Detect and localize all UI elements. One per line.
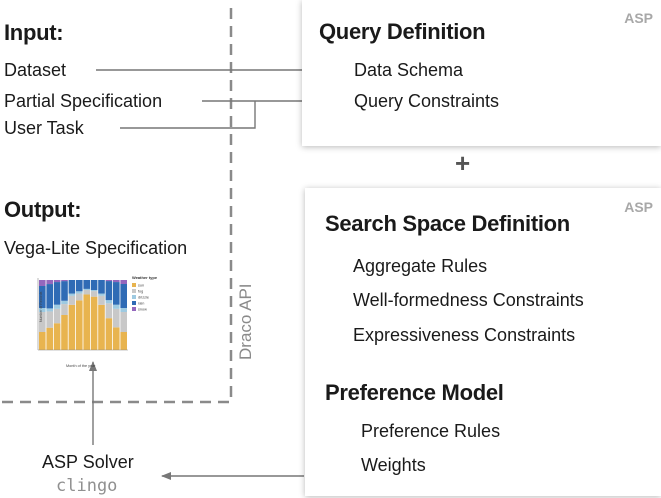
search-item-aggregate-rules: Aggregate Rules: [353, 256, 488, 276]
thumbnail-legend-label: snow: [138, 308, 147, 312]
search-space-box: ASP Search Space Definition Aggregate Ru…: [305, 188, 661, 496]
vega-lite-thumbnail: Number of Records Month of the year Weat…: [37, 275, 158, 368]
thumbnail-bar-segment: [90, 290, 98, 292]
thumbnail-bar-segment: [46, 327, 53, 350]
thumbnail-bar-segment: [76, 300, 83, 350]
thumbnail-bar-segment: [68, 293, 76, 296]
thumbnail-bar-segment: [105, 281, 113, 301]
preference-item-rules: Preference Rules: [361, 421, 501, 441]
thumbnail-bar-segment: [53, 304, 61, 309]
thumbnail-bar-segment: [83, 280, 90, 289]
draco-api-label: Draco API: [236, 283, 255, 360]
thumbnail-bar-segment: [61, 281, 68, 301]
thumbnail-bar-segment: [61, 300, 68, 305]
thumbnail-bar-segment: [120, 332, 127, 350]
thumbnail-legend-label: fog: [138, 290, 143, 294]
thumbnail-bar-segment: [113, 280, 120, 283]
thumbnail-bar-segment: [53, 280, 61, 283]
thumbnail-bar-segment: [83, 290, 90, 295]
thumbnail-bar-segment: [68, 304, 76, 350]
output-heading: Output:: [4, 197, 82, 222]
line-user-task: [120, 101, 256, 129]
query-box-asp-tag: ASP: [624, 10, 653, 26]
thumbnail-bar-segment: [39, 286, 46, 308]
preference-item-weights: Weights: [361, 455, 426, 475]
search-box-title: Search Space Definition: [325, 211, 570, 236]
thumbnail-bar-segment: [105, 300, 113, 304]
thumbnail-bar-segment: [120, 312, 127, 332]
thumbnail-bar-segment: [61, 280, 68, 282]
thumbnail-bar-segment: [105, 318, 113, 350]
thumbnail-bar-segment: [90, 291, 98, 297]
thumbnail-bar-segment: [76, 280, 83, 292]
thumbnail-bar-segment: [83, 288, 90, 290]
thumbnail-bar-segment: [105, 280, 113, 282]
thumbnail-bar-segment: [113, 327, 120, 350]
thumbnail-bar-segment: [68, 280, 76, 294]
plus-sign: +: [455, 148, 471, 178]
thumbnail-legend-swatch: [132, 283, 136, 287]
thumbnail-legend-swatch: [132, 301, 136, 305]
thumbnail-bar-segment: [61, 315, 68, 350]
thumbnail-bar-segment: [120, 284, 127, 308]
thumbnail-legend-label: drizzle: [138, 296, 149, 300]
thumbnail-bar-segment: [113, 304, 120, 309]
query-box-title: Query Definition: [319, 19, 486, 44]
thumbnail-ylabel: Number of Records: [39, 291, 43, 322]
thumbnail-bars: [39, 280, 127, 350]
thumbnail-bar-segment: [76, 293, 83, 301]
search-item-wellformedness: Well-formedness Constraints: [353, 290, 584, 310]
thumbnail-bar-segment: [46, 280, 53, 285]
thumbnail-bar-segment: [53, 308, 61, 324]
thumbnail-legend: sun fog drizzle rain snow: [132, 283, 149, 312]
thumbnail-bar-segment: [98, 295, 105, 305]
thumbnail-bar-segment: [98, 304, 105, 350]
thumbnail-bar-segment: [53, 323, 61, 350]
thumbnail-bar-segment: [46, 308, 53, 312]
thumbnail-bar-segment: [46, 311, 53, 328]
thumbnail-bar-segment: [76, 291, 83, 294]
query-item-data-schema: Data Schema: [354, 60, 464, 80]
search-box-asp-tag: ASP: [624, 199, 653, 215]
api-boundary: [0, 8, 233, 404]
solver-name: clingo: [56, 476, 118, 496]
thumbnail-legend-title: Weather type: [132, 275, 158, 280]
input-item-partial-spec: Partial Specification: [4, 91, 163, 111]
thumbnail-bar-segment: [113, 282, 120, 305]
query-item-query-constraints: Query Constraints: [354, 91, 500, 111]
preference-model-title: Preference Model: [325, 380, 504, 405]
thumbnail-legend-label: sun: [138, 284, 144, 288]
thumbnail-legend-swatch: [132, 295, 136, 299]
thumbnail-bar-segment: [39, 280, 46, 286]
thumbnail-bar-segment: [68, 295, 76, 305]
thumbnail-bar-segment: [90, 280, 98, 290]
thumbnail-bar-segment: [46, 284, 53, 309]
thumbnail-legend-swatch: [132, 307, 136, 311]
thumbnail-bar-segment: [98, 293, 105, 296]
query-definition-box: ASP Query Definition Data Schema Query C…: [302, 0, 661, 146]
thumbnail-bar-segment: [98, 280, 105, 294]
thumbnail-bar-segment: [61, 304, 68, 315]
thumbnail-bar-segment: [39, 308, 46, 312]
thumbnail-bar-segment: [105, 303, 113, 319]
input-item-dataset: Dataset: [4, 60, 67, 80]
output-label: Vega-Lite Specification: [4, 238, 188, 258]
thumbnail-bar-segment: [83, 294, 90, 350]
thumbnail-bar-segment: [120, 280, 127, 284]
thumbnail-bar-segment: [53, 282, 61, 305]
thumbnail-legend-label: rain: [138, 302, 144, 306]
thumbnail-xlabel: Month of the year: [66, 364, 96, 368]
thumbnail-bar-segment: [90, 296, 98, 350]
search-item-expressiveness: Expressiveness Constraints: [353, 325, 576, 345]
thumbnail-legend-swatch: [132, 289, 136, 293]
thumbnail-bar-segment: [39, 312, 46, 332]
solver-label: ASP Solver: [42, 452, 134, 472]
input-heading: Input:: [4, 20, 64, 45]
thumbnail-bar-segment: [113, 308, 120, 328]
input-item-user-task: User Task: [4, 118, 84, 138]
thumbnail-bar-segment: [120, 308, 127, 312]
thumbnail-bar-segment: [39, 332, 46, 350]
